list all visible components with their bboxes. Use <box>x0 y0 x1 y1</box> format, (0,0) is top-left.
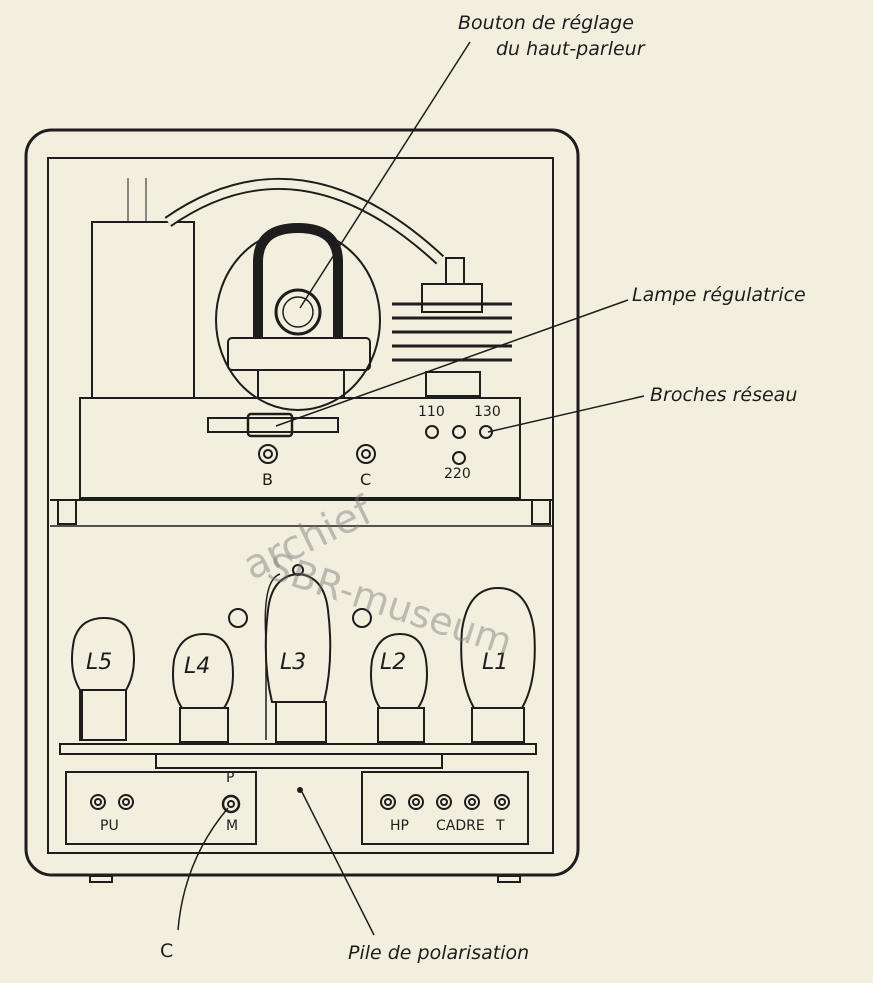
tube-l3 <box>264 564 332 743</box>
tube-l3-label: L3 <box>280 650 307 675</box>
chassis-nut <box>352 608 372 628</box>
cabinet-foot <box>497 875 521 883</box>
transformer-box <box>91 221 195 399</box>
cabinet-inner <box>47 157 554 854</box>
voltage-110: 110 <box>418 404 445 420</box>
bias-battery-label: Pile de polarisation <box>348 942 530 964</box>
mains-pins-label: Broches réseau <box>650 384 798 406</box>
speaker-base <box>227 337 371 371</box>
mains-pin-220 <box>452 451 466 465</box>
tube-l1 <box>460 586 536 743</box>
switch-c <box>221 794 241 814</box>
cadre-label: CADRE <box>436 818 485 834</box>
t-label: T <box>496 818 505 834</box>
tube-platform-step <box>155 753 443 769</box>
pu-socket <box>118 794 134 810</box>
chassis-nut <box>228 608 248 628</box>
speaker-magnet <box>253 222 343 338</box>
tube-l4-label: L4 <box>184 654 211 679</box>
mains-pin-110 <box>425 425 439 439</box>
speaker-knob-label-line1: Bouton de réglage <box>458 12 634 34</box>
lamp-holder <box>207 417 339 433</box>
switch-c-label: C <box>160 940 174 962</box>
speaker-mount <box>257 369 345 399</box>
shelf-bracket <box>57 499 77 525</box>
terminal-b <box>258 444 278 464</box>
tube-l5-label: L5 <box>86 650 113 675</box>
tube-l1-label: L1 <box>482 650 509 675</box>
left-panel <box>65 771 257 845</box>
mains-pin-mid <box>452 425 466 439</box>
switch-p-label: P <box>226 770 235 786</box>
speaker-knob <box>274 288 322 336</box>
leader-lines <box>177 41 645 936</box>
pu-label: PU <box>100 818 119 834</box>
tube-l5 <box>71 616 135 741</box>
speaker-knob-label-line2: du haut-parleur <box>496 38 645 60</box>
speaker-frame <box>215 229 381 411</box>
tube-l2-label: L2 <box>380 650 407 675</box>
regulator-lamp-label: Lampe régulatrice <box>632 284 806 306</box>
terminal-c-label: C <box>360 470 372 489</box>
pu-socket <box>90 794 106 810</box>
right-panel <box>361 771 529 845</box>
mains-pin-130 <box>479 425 493 439</box>
tube-l4 <box>172 632 234 743</box>
upper-shelf <box>79 397 521 499</box>
right-panel-sockets <box>380 794 510 810</box>
shelf-bracket <box>531 499 551 525</box>
terminal-c <box>356 444 376 464</box>
voltage-130: 130 <box>474 404 501 420</box>
cabinet-outline <box>24 128 580 877</box>
hp-label: HP <box>390 818 409 834</box>
voltage-220: 220 <box>444 466 471 482</box>
terminal-b-label: B <box>262 470 273 489</box>
switch-m-label: M <box>226 818 239 834</box>
regulator-lamp <box>246 412 294 438</box>
tube-l2 <box>370 632 428 743</box>
insulator-fins <box>392 302 512 362</box>
insulator-cap <box>445 257 465 285</box>
tube-platform <box>59 743 537 755</box>
cabinet-foot <box>89 875 113 883</box>
